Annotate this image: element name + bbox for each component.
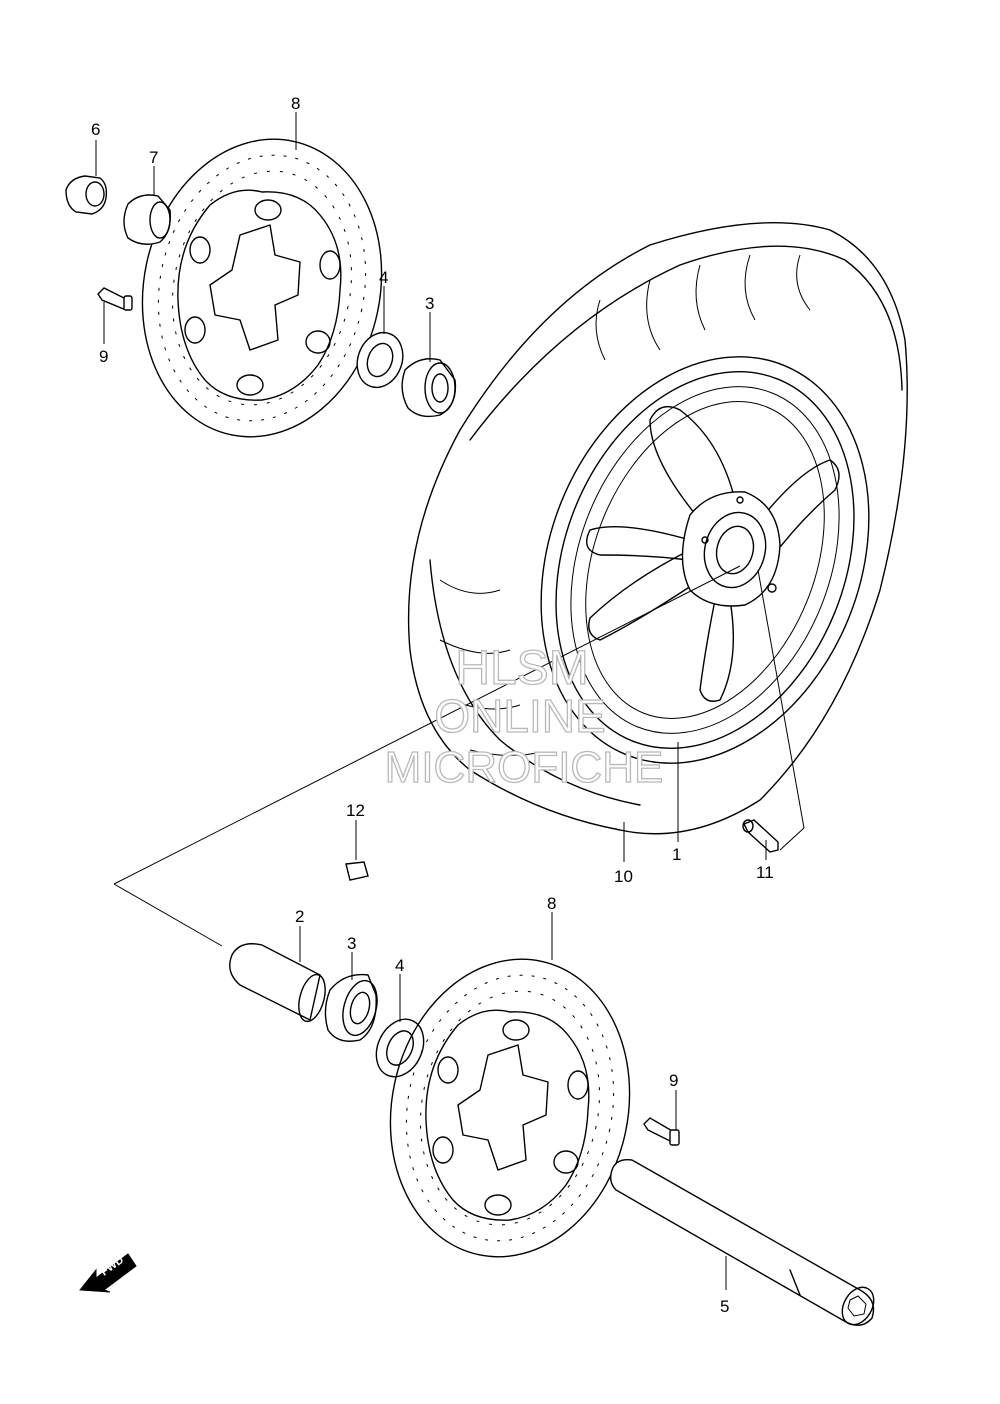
callout-8-lower: 8 (547, 894, 556, 913)
callout-6: 6 (91, 120, 100, 139)
balance-weight (345, 861, 369, 881)
callout-labels: 8 6 7 9 4 3 12 10 1 11 2 3 4 8 9 5 (91, 94, 774, 1316)
disc-bolt-lower (643, 1117, 680, 1146)
callout-3-upper: 3 (425, 294, 434, 313)
bearing-upper (401, 358, 457, 418)
brake-disc-upper (141, 138, 383, 438)
oil-seal-upper (356, 331, 404, 389)
spacer-collar (123, 194, 171, 245)
watermark: HLSM ONLINE MICROFICHE (384, 641, 664, 792)
oil-seal-lower (375, 1018, 425, 1078)
callout-3-lower: 3 (347, 934, 356, 953)
watermark-line3: MICROFICHE (385, 743, 664, 792)
disc-bolt-upper (97, 287, 133, 311)
brake-disc-lower (389, 958, 631, 1258)
axle-cap-nut (65, 175, 108, 215)
callout-2: 2 (295, 907, 304, 926)
watermark-line2: ONLINE (434, 690, 605, 742)
bearing-lower (324, 973, 378, 1042)
callout-4-lower: 4 (395, 956, 404, 975)
callout-11: 11 (756, 863, 774, 882)
front-axle (609, 1159, 875, 1326)
callout-4-upper: 4 (379, 268, 388, 287)
callout-8-upper: 8 (291, 94, 300, 113)
callout-1: 1 (672, 845, 681, 864)
callout-5: 5 (720, 1297, 729, 1316)
callout-12: 12 (346, 801, 365, 820)
front-wheel-tire (407, 222, 908, 835)
callout-10: 10 (614, 867, 633, 886)
callout-7: 7 (149, 148, 158, 167)
leader-lines (95, 112, 805, 1290)
fwd-arrow-icon: FWD (79, 1253, 137, 1293)
callout-9-lower: 9 (669, 1071, 678, 1090)
axle-spacer (229, 943, 326, 1023)
watermark-line1: HLSM (455, 642, 588, 695)
tire-valve (742, 819, 779, 853)
callout-9-upper: 9 (99, 347, 108, 366)
